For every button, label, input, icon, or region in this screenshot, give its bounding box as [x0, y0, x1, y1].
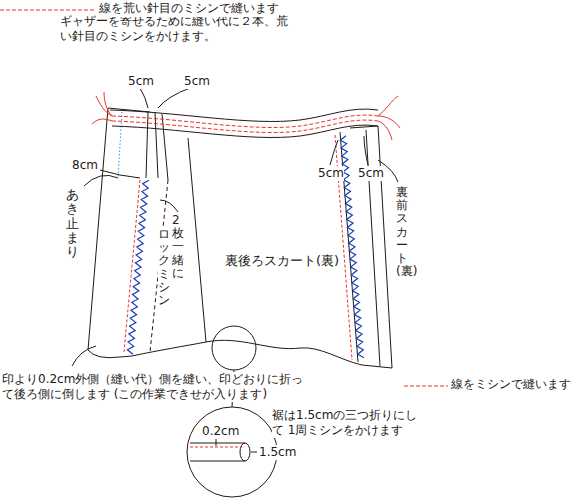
- note-label: 裏後ろスカート(裏): [225, 253, 339, 269]
- leader-line: [330, 140, 338, 165]
- note-label: 0.2cm: [202, 424, 239, 439]
- leader-line: [140, 88, 148, 108]
- legend-entry: 線を荒い針目のミシンで縫います: [0, 0, 279, 17]
- legend-sample-line: [404, 385, 448, 386]
- right-front-edge: [350, 126, 392, 368]
- note-label: 1.5cm: [259, 445, 296, 460]
- hem-line: [206, 340, 362, 365]
- note-label: 印より0.2cm外側（縫い代）側を縫い、印どおりに折って後ろ側に倒します (この…: [2, 372, 312, 402]
- leader-line: [158, 88, 190, 108]
- vertical-note: ロックミシン: [158, 228, 170, 307]
- leader-line: [100, 170, 140, 178]
- gather-stitch: [112, 120, 378, 132]
- leader-line: [364, 136, 368, 165]
- waist-band: [110, 109, 378, 121]
- note-label: 5cm: [184, 74, 210, 89]
- thread-ends: [378, 96, 400, 140]
- legend-sample-line: [0, 9, 96, 10]
- leader-line: [84, 175, 118, 186]
- gather-stitch: [112, 115, 378, 127]
- note-label: 8cm: [72, 158, 98, 173]
- seam-line-red: [124, 180, 140, 352]
- leader-line: [72, 346, 96, 366]
- vertical-note: 裏前スカート(裏): [396, 186, 408, 278]
- vertical-note: あき止まり: [66, 188, 79, 259]
- left-front-edge: [88, 108, 132, 358]
- thread-ends: [92, 92, 112, 124]
- back-panel-edge: [188, 138, 206, 342]
- leader-line: [251, 452, 257, 453]
- legend-text: 線を荒い針目のミシンで縫います: [96, 0, 279, 17]
- note-label: 裾は1.5cmの三つ折りにして 1周ミシンをかけます: [272, 408, 422, 438]
- opening-edge: [146, 112, 148, 178]
- leader-line: [160, 200, 178, 212]
- hem-roll: [240, 443, 250, 461]
- fold-line: [118, 112, 122, 178]
- note-label: 5cm: [358, 166, 384, 181]
- legend-sample: [404, 380, 448, 390]
- note-label: 5cm: [128, 74, 154, 89]
- overlock-stitch: [127, 180, 149, 354]
- legend-text: 線をミシンで縫います: [448, 376, 571, 393]
- opening-edge: [155, 112, 158, 178]
- hem-line: [132, 342, 206, 356]
- legend-entry: 線をミシンで縫います: [404, 376, 571, 393]
- vertical-note: 2枚一緒に: [172, 214, 184, 280]
- hem-roll: [190, 443, 245, 461]
- overlock-stitch: [127, 136, 364, 358]
- detail-circle: [212, 326, 256, 370]
- note-label: 5cm: [318, 166, 344, 181]
- note-label: ギャザーを寄せるために縫い代に２本、荒い針目のミシンをかけます。: [60, 14, 292, 44]
- hem-stitch: [190, 447, 242, 448]
- legend-sample: [0, 4, 96, 14]
